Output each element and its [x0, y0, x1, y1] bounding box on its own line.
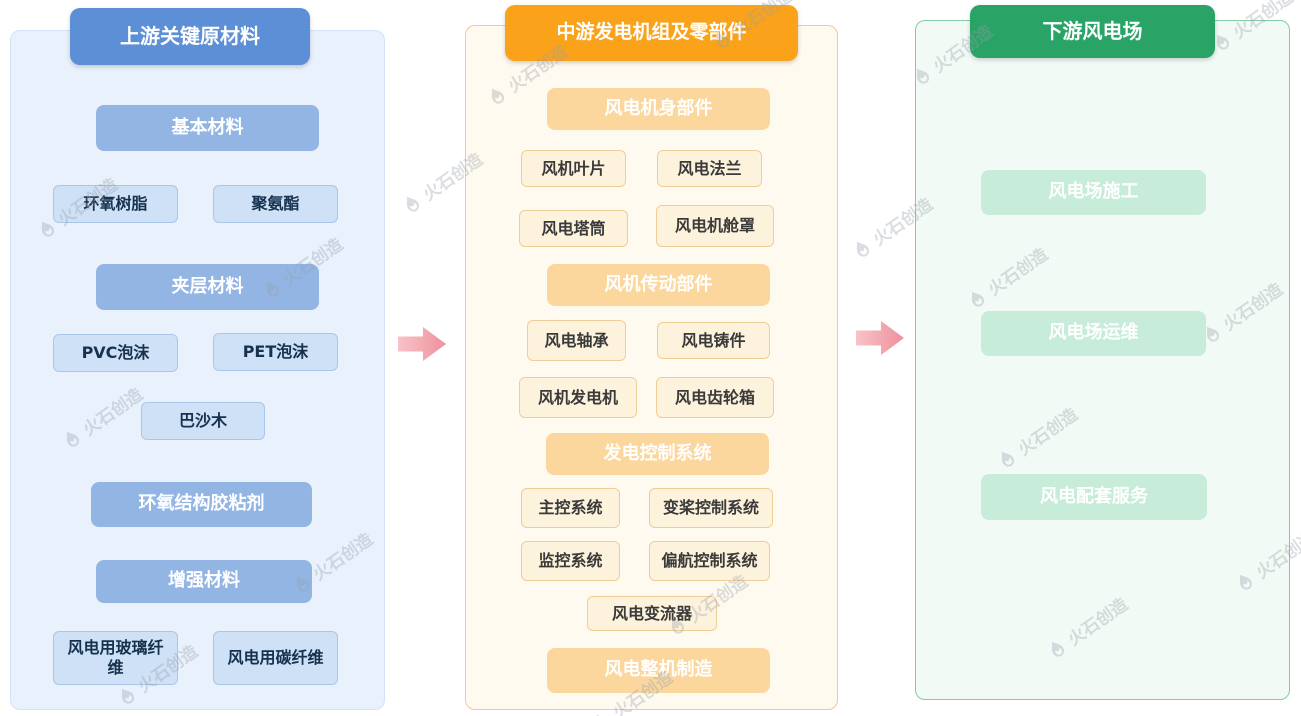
downstream-panel: [915, 20, 1290, 700]
flame-icon: [406, 195, 419, 212]
downstream-item-wind-farm-construction: 风电场施工: [981, 170, 1206, 215]
midstream-item-main-control: 主控系统: [521, 488, 620, 528]
midstream-item-gearbox: 风电齿轮箱: [656, 377, 774, 418]
upstream-item-carbon-fiber: 风电用碳纤维: [213, 631, 338, 685]
midstream-item-yaw-control: 偏航控制系统: [649, 541, 770, 581]
downstream-title: 下游风电场: [970, 5, 1215, 58]
midstream-item-monitoring: 监控系统: [521, 541, 620, 581]
upstream-section-reinforcement-materials: 增强材料: [96, 560, 312, 603]
upstream-item-epoxy-resin: 环氧树脂: [53, 185, 178, 223]
midstream-section-turbine-body-parts: 风电机身部件: [547, 88, 770, 130]
midstream-item-casting: 风电铸件: [657, 322, 770, 359]
flame-icon: [856, 240, 869, 257]
downstream-item-supporting-services: 风电配套服务: [981, 474, 1207, 520]
upstream-title: 上游关键原材料: [70, 8, 310, 65]
midstream-item-bearing: 风电轴承: [527, 320, 626, 361]
upstream-item-glass-fiber: 风电用玻璃纤维: [53, 631, 178, 685]
upstream-item-polyurethane: 聚氨酯: [213, 185, 338, 223]
upstream-section-epoxy-adhesive: 环氧结构胶粘剂: [91, 482, 312, 527]
upstream-section-basic-materials: 基本材料: [96, 105, 319, 151]
upstream-section-sandwich-materials: 夹层材料: [96, 264, 319, 310]
midstream-item-generator: 风机发电机: [519, 377, 637, 418]
upstream-item-pvc-foam: PVC泡沫: [53, 334, 178, 372]
midstream-item-pitch-control: 变桨控制系统: [649, 488, 773, 528]
midstream-section-control-systems: 发电控制系统: [546, 433, 769, 475]
midstream-item-nacelle-cover: 风电机舱罩: [656, 205, 774, 247]
arrow-midstream-to-downstream: [856, 321, 904, 355]
midstream-section-transmission-parts: 风机传动部件: [547, 264, 770, 306]
midstream-item-converter: 风电变流器: [587, 596, 717, 631]
arrow-upstream-to-midstream: [398, 327, 446, 361]
upstream-item-balsa-wood: 巴沙木: [141, 402, 265, 440]
midstream-title: 中游发电机组及零部件: [505, 5, 798, 61]
midstream-item-tower-tube: 风电塔筒: [519, 210, 628, 247]
midstream-item-fan-blades: 风机叶片: [521, 150, 626, 187]
midstream-panel: [465, 25, 838, 710]
upstream-item-pet-foam: PET泡沫: [213, 333, 338, 371]
midstream-section-complete-machine: 风电整机制造: [547, 648, 770, 693]
downstream-item-wind-farm-operation: 风电场运维: [981, 311, 1206, 356]
midstream-item-wind-flange: 风电法兰: [657, 150, 762, 187]
